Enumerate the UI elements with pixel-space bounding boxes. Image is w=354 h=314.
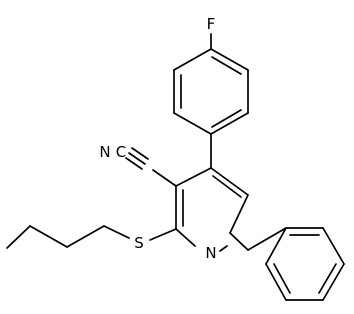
bond bbox=[175, 228, 196, 247]
bond bbox=[210, 48, 249, 71]
double-bond-inner bbox=[211, 56, 242, 75]
bond-c3-cn bbox=[152, 169, 177, 187]
triple-bond bbox=[125, 157, 143, 170]
fluorine-label: F bbox=[207, 15, 216, 33]
bond bbox=[265, 263, 287, 301]
fluorophenyl-ring bbox=[173, 48, 249, 135]
double-bond-inner bbox=[212, 175, 242, 198]
bond bbox=[322, 263, 345, 301]
bond bbox=[173, 112, 212, 135]
nitrile-carbon-label: C bbox=[116, 143, 126, 161]
phenyl-ring bbox=[265, 227, 345, 301]
bond bbox=[210, 112, 249, 135]
butyl-chain bbox=[6, 225, 130, 249]
bond bbox=[103, 225, 130, 239]
bond bbox=[229, 194, 249, 234]
bond bbox=[210, 167, 249, 196]
bond bbox=[175, 167, 212, 187]
bond bbox=[6, 225, 31, 249]
bond bbox=[29, 225, 68, 248]
bond bbox=[322, 227, 345, 265]
pyridine-ring bbox=[175, 167, 249, 247]
sulfur-label: S bbox=[134, 234, 144, 252]
double-bond-inner bbox=[318, 263, 337, 294]
bond-pyridine-phenyl bbox=[247, 227, 287, 251]
ring-nitrogen-label: N bbox=[205, 244, 216, 262]
double-bond-inner bbox=[273, 263, 291, 294]
nitrile-nitrogen-label: N bbox=[99, 143, 110, 161]
bond bbox=[173, 48, 212, 71]
triple-bond bbox=[131, 147, 149, 160]
bond-c2-s bbox=[149, 228, 177, 241]
bond bbox=[265, 227, 287, 265]
bond bbox=[66, 225, 105, 248]
triple-bond bbox=[128, 152, 146, 165]
bond bbox=[219, 245, 228, 252]
double-bond-inner bbox=[211, 109, 242, 128]
bond bbox=[229, 232, 249, 251]
